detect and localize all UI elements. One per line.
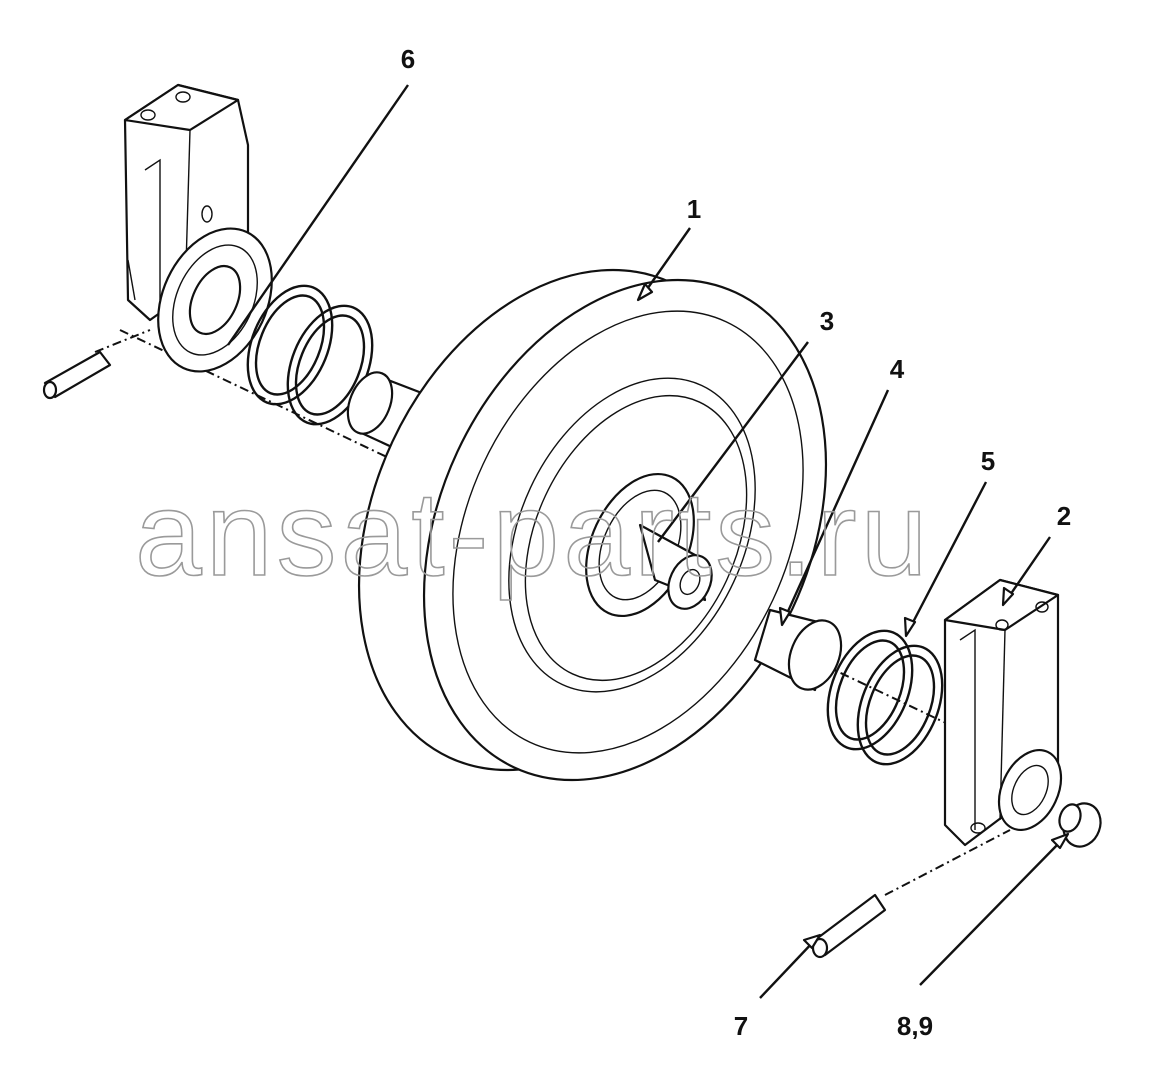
plug	[1058, 802, 1102, 848]
leader-3	[657, 341, 809, 543]
leader-1	[644, 227, 691, 293]
leader-7	[759, 939, 816, 999]
callout-5: 5	[981, 446, 995, 476]
arrow-5	[903, 616, 917, 638]
leader-2	[1007, 536, 1051, 599]
idler-wheel	[357, 268, 828, 782]
leader-6	[227, 84, 409, 346]
leader-4	[783, 389, 890, 619]
bushing-right	[753, 608, 843, 692]
pin-axis-right	[884, 829, 1011, 896]
callout-1: 1	[687, 194, 701, 224]
callout-4: 4	[890, 354, 905, 384]
left-bearing-housing	[157, 227, 273, 373]
leader-8-9	[919, 839, 1063, 986]
shaft	[638, 523, 713, 610]
seal-rings-right	[826, 629, 944, 766]
arrow-7	[802, 933, 822, 950]
pin-right	[811, 893, 887, 959]
arrow-2	[1001, 586, 1015, 607]
callout-7: 7	[734, 1011, 748, 1041]
arrow-8-9	[1050, 832, 1070, 850]
pin-left	[42, 350, 112, 400]
watermark: ansat-parts.ru	[135, 467, 931, 601]
callout-8-9: 8,9	[897, 1011, 933, 1041]
arrow-4	[778, 606, 792, 627]
callout-3: 3	[820, 306, 834, 336]
callout-6: 6	[401, 44, 415, 74]
callout-2: 2	[1057, 501, 1071, 531]
leader-5	[908, 481, 988, 629]
arrow-1	[636, 282, 654, 302]
right-bearing-housing	[997, 749, 1063, 831]
